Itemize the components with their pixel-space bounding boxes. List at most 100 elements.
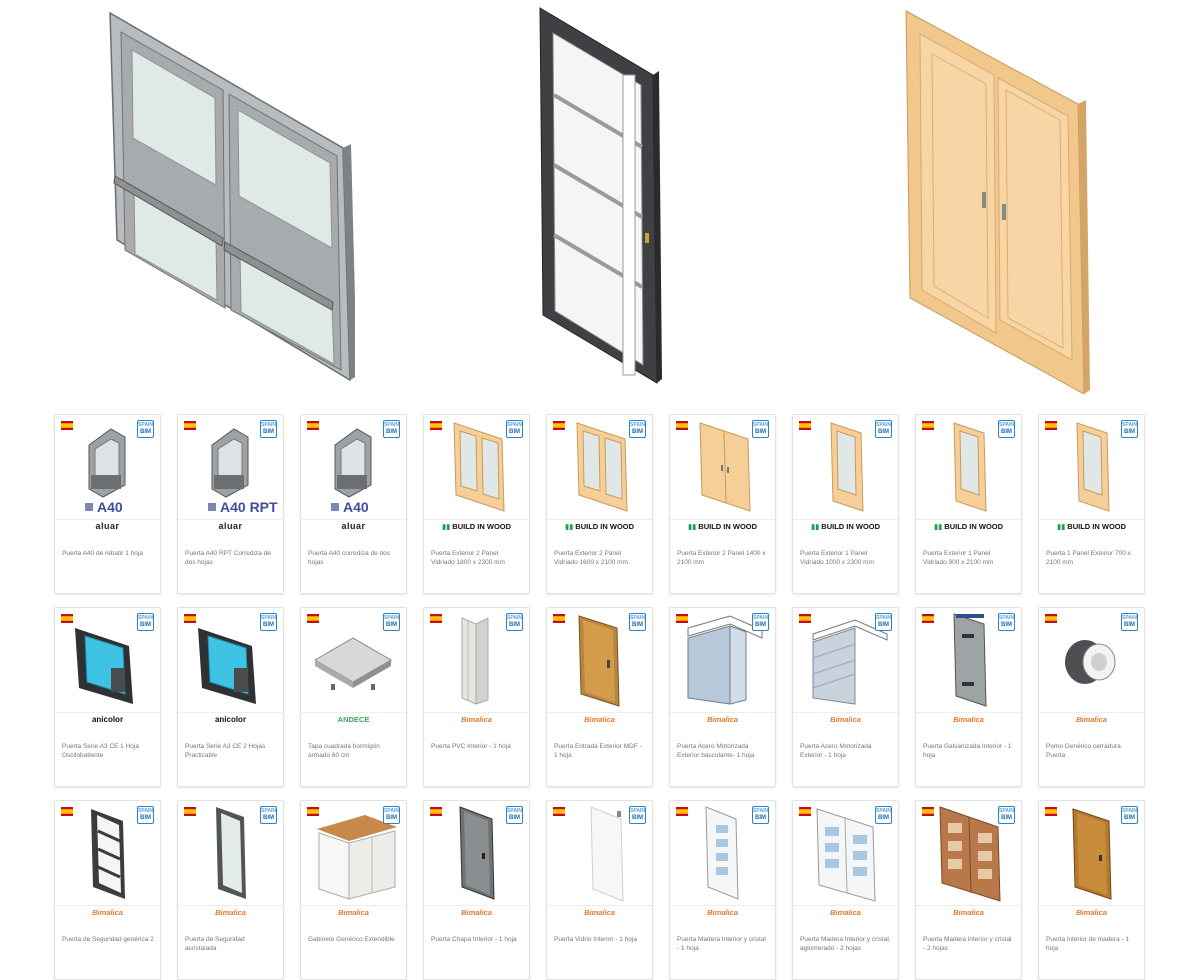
spain-flag-icon	[1045, 807, 1057, 816]
card-divider	[178, 519, 283, 520]
brand-logo: anicolor	[91, 715, 124, 724]
product-thumbnail[interactable]	[301, 415, 406, 519]
product-caption[interactable]: Puerta Chapa Interior - 1 hoja	[431, 936, 517, 943]
brand-logo: Bimalica	[338, 908, 369, 917]
product-thumbnail[interactable]	[547, 415, 652, 519]
product-thumbnail[interactable]	[916, 608, 1021, 712]
product-thumbnail[interactable]	[547, 608, 652, 712]
spain-flag-icon	[61, 421, 73, 430]
card-divider	[55, 712, 160, 713]
product-caption[interactable]: Puerta Serie A3 CE 1 Hoja Oscilobatiente	[62, 743, 139, 759]
product-caption[interactable]: Puerta Madera Interior y cristal - 1 hoj…	[677, 936, 766, 952]
wooden-double-door-icon[interactable]	[902, 8, 1092, 398]
product-caption[interactable]: Puerta PVC Interior - 1 hoja	[431, 743, 511, 750]
product-thumbnail[interactable]	[916, 415, 1021, 519]
product-thumbnail[interactable]	[178, 608, 283, 712]
product-thumbnail[interactable]	[424, 801, 529, 905]
product-caption[interactable]: Puerta Madera interior y cristal - 2 hoj…	[923, 936, 1012, 952]
product-caption[interactable]: Puerta de Seguridad acristalada	[185, 936, 245, 952]
product-caption[interactable]: Puerta Vidrio Interior - 1 hoja	[554, 936, 637, 943]
product-thumbnail[interactable]	[670, 415, 775, 519]
product-caption[interactable]: Puerta Exterior 1 Panel Vidriado 900 x 2…	[923, 550, 994, 566]
product-thumbnail[interactable]	[424, 608, 529, 712]
product-thumbnail[interactable]	[1039, 415, 1144, 519]
product-thumbnail[interactable]	[55, 801, 160, 905]
card-divider	[301, 905, 406, 906]
product-caption[interactable]: Tapa cuadrada hormigón armado 60 cm	[308, 743, 380, 759]
product-caption[interactable]: Gabinete Genérico Extendible	[308, 936, 395, 943]
product-caption[interactable]: Puerta Acero Motorizada Exterior bascula…	[677, 743, 755, 759]
card-divider	[670, 712, 775, 713]
product-thumbnail[interactable]	[301, 801, 406, 905]
pivot-door-icon[interactable]	[535, 5, 665, 390]
product-thumbnail[interactable]	[301, 608, 406, 712]
product-thumbnail[interactable]	[55, 415, 160, 519]
product-caption[interactable]: Puerta Exterior 2 Panel Vidriado 1800 x …	[431, 550, 505, 566]
product-thumbnail[interactable]	[178, 415, 283, 519]
product-caption[interactable]: Puerta A40 corrediza de dos hojas	[308, 550, 391, 566]
product-caption[interactable]: Puerta A40 de rebatir 1 hoja	[62, 550, 143, 557]
product-caption[interactable]: Puerta 1 Panel Exterior 700 x 2100 mm	[1046, 550, 1131, 566]
product-caption[interactable]: Puerta Exterior 2 Panel 1400 x 2100 mm	[677, 550, 766, 566]
product-thumbnail[interactable]	[178, 801, 283, 905]
product-caption[interactable]: Puerta de Seguridad genérica 2	[62, 936, 154, 943]
product-thumbnail[interactable]	[424, 415, 529, 519]
product-caption[interactable]: Pomo Genérico cerradura Puerta	[1046, 743, 1121, 759]
product-caption[interactable]: Puerta Entrada Exterior MDF - 1 hoja	[554, 743, 642, 759]
product-thumbnail[interactable]	[1039, 801, 1144, 905]
product-caption[interactable]: Puerta Acero Motorizada Exterior - 1 hoj…	[800, 743, 872, 759]
double-glass-door-icon[interactable]	[105, 10, 355, 390]
brand-logo: Bimalica	[830, 908, 861, 917]
product-caption[interactable]: Puerta interior de madera - 1 hoja	[1046, 936, 1130, 952]
product-caption[interactable]: Puerta Serie A3 CE 2 Hojas Practicable	[185, 743, 266, 759]
product-thumbnail[interactable]	[793, 608, 898, 712]
product-thumbnail[interactable]	[793, 801, 898, 905]
product-thumbnail[interactable]	[55, 608, 160, 712]
spain-flag-icon	[184, 421, 196, 430]
product-thumbnail[interactable]	[547, 801, 652, 905]
product-thumbnail[interactable]	[1039, 608, 1144, 712]
brand-logo: ▮▮ BUILD IN WOOD	[564, 522, 635, 531]
product-thumbnail[interactable]	[916, 801, 1021, 905]
product-caption[interactable]: Puerta A40 RPT Corrediza de dos hojas	[185, 550, 271, 566]
product-thumbnail[interactable]	[670, 608, 775, 712]
product-caption[interactable]: Puerta Madera Interior y cristal, aglome…	[800, 936, 891, 952]
product-thumbnail[interactable]	[793, 415, 898, 519]
spain-flag-icon	[1045, 421, 1057, 430]
product-caption[interactable]: Puerta Exterior 1 Panel Vidriado 1000 x …	[800, 550, 874, 566]
product-caption[interactable]: Puerta Galvanizada Interior - 1 hoja	[923, 743, 1012, 759]
product-thumbnail[interactable]	[670, 801, 775, 905]
product-caption[interactable]: Puerta Exterior 2 Panel Vidriado 1600 x …	[554, 550, 628, 566]
